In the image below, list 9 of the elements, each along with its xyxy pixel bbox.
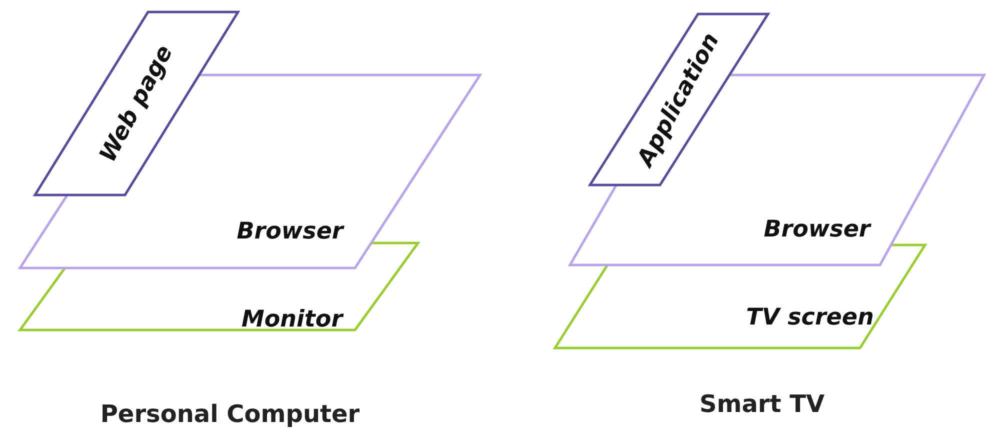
layer-label: Web page: [96, 42, 178, 166]
layer-label: Monitor: [241, 308, 343, 332]
device-caption: Personal Computer: [100, 400, 360, 428]
layer-label: Browser: [764, 218, 870, 242]
layer-label: TV screen: [746, 306, 874, 330]
layer-plane: [35, 12, 240, 197]
device-caption: Smart TV: [699, 390, 825, 418]
layer-plane: [590, 14, 770, 187]
layer-label: Browser: [236, 220, 344, 244]
